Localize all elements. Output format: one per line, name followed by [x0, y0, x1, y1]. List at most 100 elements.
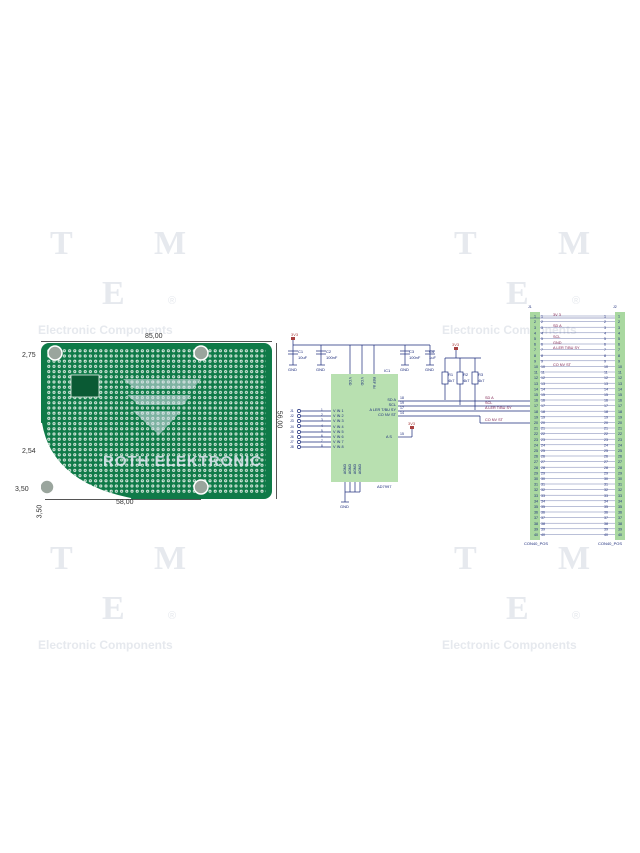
connector-j2-pin-number-inner: 8: [604, 354, 606, 358]
ic-pin-num-18: 18: [400, 396, 404, 400]
watermark-letter-t: T: [454, 540, 477, 577]
connector-j2-pin-number: 25: [618, 449, 622, 453]
watermark-bottom-left: T M E ® Electronic Components: [36, 534, 196, 654]
power-net-label: 3V3: [291, 332, 299, 337]
connector-j1-pin-number-inner: 9: [541, 359, 543, 363]
connector-j2-name: CON40_POS: [598, 541, 623, 546]
connector-j2-pin-number: 34: [618, 499, 622, 503]
dim-left-hole-label: 2,54: [22, 448, 36, 455]
cap-c4-value: 1uF: [429, 355, 436, 360]
input-connector-j6: J6: [290, 435, 294, 440]
watermark-subtitle: Electronic Components: [38, 323, 173, 337]
ic-input-pin-numbers: 1 2 3 4 5 6 7 8: [321, 408, 323, 450]
net-label-convst: CO NV ST: [485, 418, 503, 422]
connector-j1-pin-number: 25: [534, 449, 538, 453]
connector-j1-pin-number-inner: 4: [541, 331, 543, 335]
gnd-label-ic: GND: [340, 504, 349, 509]
connector-j1-pin-number-inner: 7: [541, 348, 543, 352]
watermark-subtitle: Electronic Components: [442, 323, 577, 337]
connector-j1-net-label: CO NV ST: [553, 363, 571, 368]
watermark-letter-e: E: [506, 275, 529, 312]
connector-j2-pin-number-inner: 37: [604, 516, 608, 520]
ic-input-pin-5: 5: [321, 428, 323, 433]
connector-j1-pin-number-inner: 11: [541, 371, 545, 375]
connector-j2-pin-number-inner: 14: [604, 387, 608, 391]
connector-j2-pin-number-inner: 13: [604, 382, 608, 386]
ic-bottom-agnd-2: AGND: [348, 464, 352, 475]
connector-j2-pin-number-inner: 24: [604, 443, 608, 447]
watermark-top-left: T M E ® Electronic Components: [36, 219, 196, 339]
connector-j2-pin-number: 11: [618, 371, 622, 375]
power-net-label-3: 3V3: [408, 421, 416, 426]
connector-j1-pin-number-inner: 19: [541, 415, 545, 419]
ic-bottom-agnd-3: AGND: [353, 464, 357, 475]
connector-j2-pin-number: 29: [618, 471, 622, 475]
ic-input-pin-6: 6: [321, 434, 323, 439]
connector-j1-pin-number: 5: [534, 337, 536, 341]
connector-j2-pin-number-inner: 9: [604, 359, 606, 363]
ic-top-pin-3: REF IN: [372, 377, 376, 389]
input-connector-j7: J7: [290, 440, 294, 445]
connector-j2-pin-number-inner: 19: [604, 415, 608, 419]
connector-j2-pin-number: 28: [618, 466, 622, 470]
cap-c2-ref: C2: [326, 349, 332, 354]
ic-input-pin-7: 7: [321, 439, 323, 444]
connector-j2-pin-number: 32: [618, 488, 622, 492]
ic-bottom-agnd-4: AGND: [358, 464, 362, 475]
watermark-letter-m: M: [558, 225, 591, 262]
input-connector-j8: J8: [290, 445, 294, 450]
resistor-r3-value: 4k7: [478, 378, 485, 383]
connector-j1-pin-number-inner: 31: [541, 483, 545, 487]
ic-pin-scl: SCL: [388, 403, 396, 407]
connector-j1-pin-number-inner: 21: [541, 427, 545, 431]
connector-j2-pin-number-inner: 39: [604, 527, 608, 531]
connector-j1-pin-number: 9: [534, 359, 536, 363]
ic-top-pin-1: V DD: [348, 377, 352, 386]
connector-j2-pin-number: 33: [618, 494, 622, 498]
connector-j1-pin-number-inner: 33: [541, 494, 545, 498]
watermark-letter-m: M: [154, 225, 187, 262]
connector-j1-pin-number: 39: [534, 527, 538, 531]
ic-pin-alert: A LER T/BU SY: [369, 408, 396, 412]
pcb-board-art: [41, 345, 266, 499]
connector-j2-pin-number: 5: [618, 337, 620, 341]
net-label-sda: SD A: [485, 396, 494, 400]
connector-j1-pin-number: 6: [534, 343, 536, 347]
watermark-letter-e: E: [506, 590, 529, 627]
dim-width-label: 85,00: [145, 333, 163, 340]
connector-j1-pin-number-inner: 6: [541, 343, 543, 347]
ic-bottom-agnd-1: AGND: [343, 464, 347, 475]
connector-j1-pin-number-inner: 30: [541, 477, 545, 481]
connector-j2-pin-number-inner: 34: [604, 499, 608, 503]
connector-j1-pin-number: 19: [534, 415, 538, 419]
input-connector-j1: J1: [290, 409, 294, 413]
connector-j1-net-label: SCL: [553, 335, 561, 340]
connector-j2-pin-number-inner: 40: [604, 533, 608, 537]
connector-j2-pin-number: 30: [618, 477, 622, 481]
connector-j2-pin-number-inner: 33: [604, 494, 608, 498]
connector-j2-pin-number: 13: [618, 382, 622, 386]
connector-j2-pin-number: 16: [618, 399, 622, 403]
connector-j1-pin-number: 17: [534, 404, 538, 408]
ic-pin-num-15: 15: [400, 432, 404, 436]
watermark-subtitle: Electronic Components: [38, 638, 173, 652]
connector-j2-pin-number-inner: 10: [604, 365, 608, 369]
connector-j2-pin-number: 3: [618, 326, 620, 330]
resistor-r2-ref: R2: [463, 372, 469, 377]
connector-j1-pin-number-inner: 22: [541, 432, 545, 436]
ic-pin-sda: SD A: [387, 398, 396, 402]
connector-j1-pin-number-inner: 35: [541, 505, 545, 509]
ic-right-pin-names: SD A SCL A LER T/BU SY CO NV ST: [366, 398, 396, 418]
connector-j1-net-label: 3V 3: [553, 312, 561, 317]
connector-j2-pin-number-inner: 11: [604, 371, 608, 375]
connector-j2-pin-number: 36: [618, 511, 622, 515]
ic-part: AD7997: [377, 484, 392, 489]
connector-j2-pin-number: 17: [618, 404, 622, 408]
ic-top-pin-2: V DD: [360, 377, 364, 386]
connector-j1-pin-number-inner: 24: [541, 443, 545, 447]
connector-j1-pin-number: 12: [534, 376, 538, 380]
net-labels: SD A SCL A LER T/BU SY: [485, 396, 512, 411]
connector-j1-pin-number-inner: 3: [541, 326, 543, 330]
connector-j2-pin-number-inner: 7: [604, 348, 606, 352]
